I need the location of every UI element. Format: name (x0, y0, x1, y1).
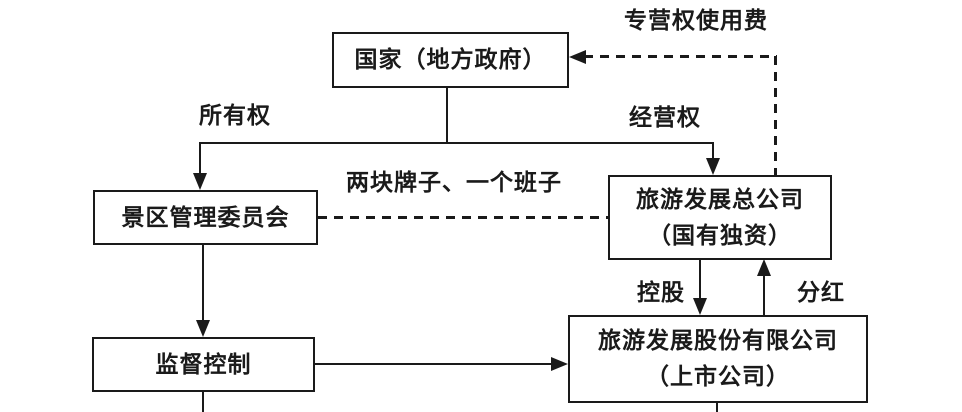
edge-committee-supervise-arrowhead (196, 320, 210, 337)
node-listed-line2: （上市公司） (646, 364, 790, 389)
node-committee-label: 景区管理委员会 (121, 204, 290, 230)
node-committee: 景区管理委员会 (93, 190, 318, 245)
edge-supervise-bottom-stub (202, 392, 204, 412)
edge-franchise-fee-vertical (774, 56, 777, 175)
edge-supervise-listed-arrowhead (551, 357, 568, 371)
edge-franchise-fee-horizontal (584, 55, 777, 58)
edge-supervise-listed-shaft (315, 363, 553, 365)
label-dividend: 分红 (797, 280, 845, 305)
node-state: 国家（地方政府） (332, 32, 569, 88)
edge-ownership-arrowhead (193, 173, 207, 190)
label-ownership: 所有权 (199, 103, 271, 128)
node-corp-line2: （国有独资） (648, 222, 792, 248)
edge-ownership-shaft (199, 142, 201, 176)
edge-franchise-fee-arrowhead (569, 50, 586, 64)
node-state-label: 国家（地方政府） (354, 47, 547, 73)
label-holding: 控股 (637, 280, 685, 305)
label-operating-right: 经营权 (629, 105, 701, 130)
edge-holding-arrowhead (693, 298, 707, 315)
node-corp: 旅游发展总公司 （国有独资） (608, 175, 832, 260)
node-supervise: 监督控制 (92, 337, 315, 392)
node-listed: 旅游发展股份有限公司 （上市公司） (568, 315, 868, 403)
edge-holding-shaft (699, 260, 701, 300)
edge-listed-bottom-stub (716, 403, 718, 412)
edge-operating-shaft (712, 142, 714, 162)
edge-dividend-shaft (763, 275, 765, 315)
label-two-brands: 两块牌子、一个班子 (346, 170, 562, 195)
node-corp-line1: 旅游发展总公司 (636, 186, 804, 212)
node-supervise-label: 监督控制 (155, 351, 252, 377)
edge-dividend-arrowhead (757, 259, 771, 276)
edge-committee-supervise-shaft (202, 245, 204, 322)
edge-state-stem (446, 88, 448, 143)
label-franchise-fee: 专营权使用费 (624, 8, 768, 33)
edge-operating-arrowhead (706, 158, 720, 175)
edge-two-brands-dashed (318, 216, 608, 219)
edge-branch-horizontal (199, 142, 714, 144)
node-listed-line1: 旅游发展股份有限公司 (598, 328, 838, 354)
